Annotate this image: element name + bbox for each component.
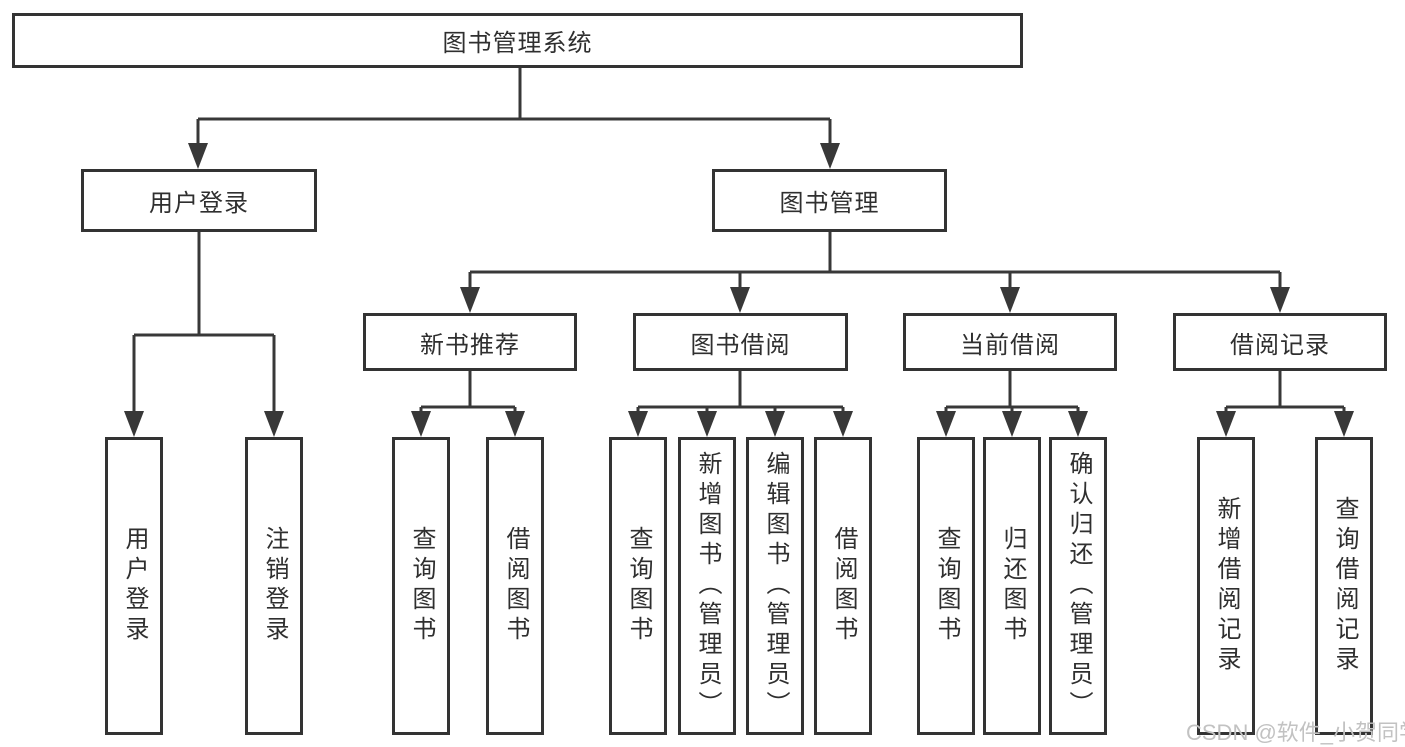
leaf-confirm-return-admin: 确认归还（管理员） xyxy=(1049,437,1107,735)
leaf-label: 借阅图书 xyxy=(502,526,529,646)
node-label: 借阅记录 xyxy=(1230,331,1330,359)
leaf-label: 借阅图书 xyxy=(830,526,857,646)
leaf-return-books: 归还图书 xyxy=(983,437,1041,735)
leaf-label: 确认归还（管理员） xyxy=(1065,451,1092,721)
node-user-login: 用户登录 xyxy=(81,169,317,232)
leaf-label: 新增借阅记录 xyxy=(1213,496,1240,676)
node-book-management: 图书管理 xyxy=(712,169,947,232)
leaf-label: 归还图书 xyxy=(999,526,1026,646)
leaf-edit-books-admin: 编辑图书（管理员） xyxy=(746,437,804,735)
node-label: 新书推荐 xyxy=(420,331,520,359)
leaf-query-borrow-record: 查询借阅记录 xyxy=(1315,437,1373,735)
node-label: 图书管理系统 xyxy=(442,30,593,57)
leaf-query-books-current: 查询图书 xyxy=(917,437,975,735)
leaf-add-books-admin: 新增图书（管理员） xyxy=(678,437,736,735)
watermark-text: CSDN @软件_小贺同学 xyxy=(1186,720,1405,745)
node-library-management-system: 图书管理系统 xyxy=(12,13,1023,68)
leaf-label: 查询图书 xyxy=(933,526,960,646)
node-label: 图书管理 xyxy=(779,190,880,217)
leaf-add-borrow-record: 新增借阅记录 xyxy=(1197,437,1255,735)
node-new-book-recommend: 新书推荐 xyxy=(363,313,577,371)
node-label: 图书借阅 xyxy=(690,331,791,359)
leaf-borrow-books-borrow: 借阅图书 xyxy=(814,437,872,735)
leaf-label: 用户登录 xyxy=(121,526,148,646)
node-current-borrow: 当前借阅 xyxy=(903,313,1117,371)
node-borrow-records: 借阅记录 xyxy=(1173,313,1387,371)
leaf-user-login: 用户登录 xyxy=(105,437,163,735)
leaf-label: 查询图书 xyxy=(625,526,652,646)
leaf-label: 查询借阅记录 xyxy=(1331,496,1358,676)
leaf-label: 查询图书 xyxy=(408,526,435,646)
node-book-borrow: 图书借阅 xyxy=(633,313,848,371)
node-label: 当前借阅 xyxy=(960,331,1060,359)
leaf-label: 编辑图书（管理员） xyxy=(762,451,789,721)
leaf-label: 注销登录 xyxy=(261,526,288,646)
leaf-query-books-recommend: 查询图书 xyxy=(392,437,450,735)
node-label: 用户登录 xyxy=(149,190,249,217)
leaf-logout: 注销登录 xyxy=(245,437,303,735)
leaf-borrow-books-recommend: 借阅图书 xyxy=(486,437,544,735)
leaf-query-books-borrow: 查询图书 xyxy=(609,437,667,735)
leaf-label: 新增图书（管理员） xyxy=(694,451,721,721)
